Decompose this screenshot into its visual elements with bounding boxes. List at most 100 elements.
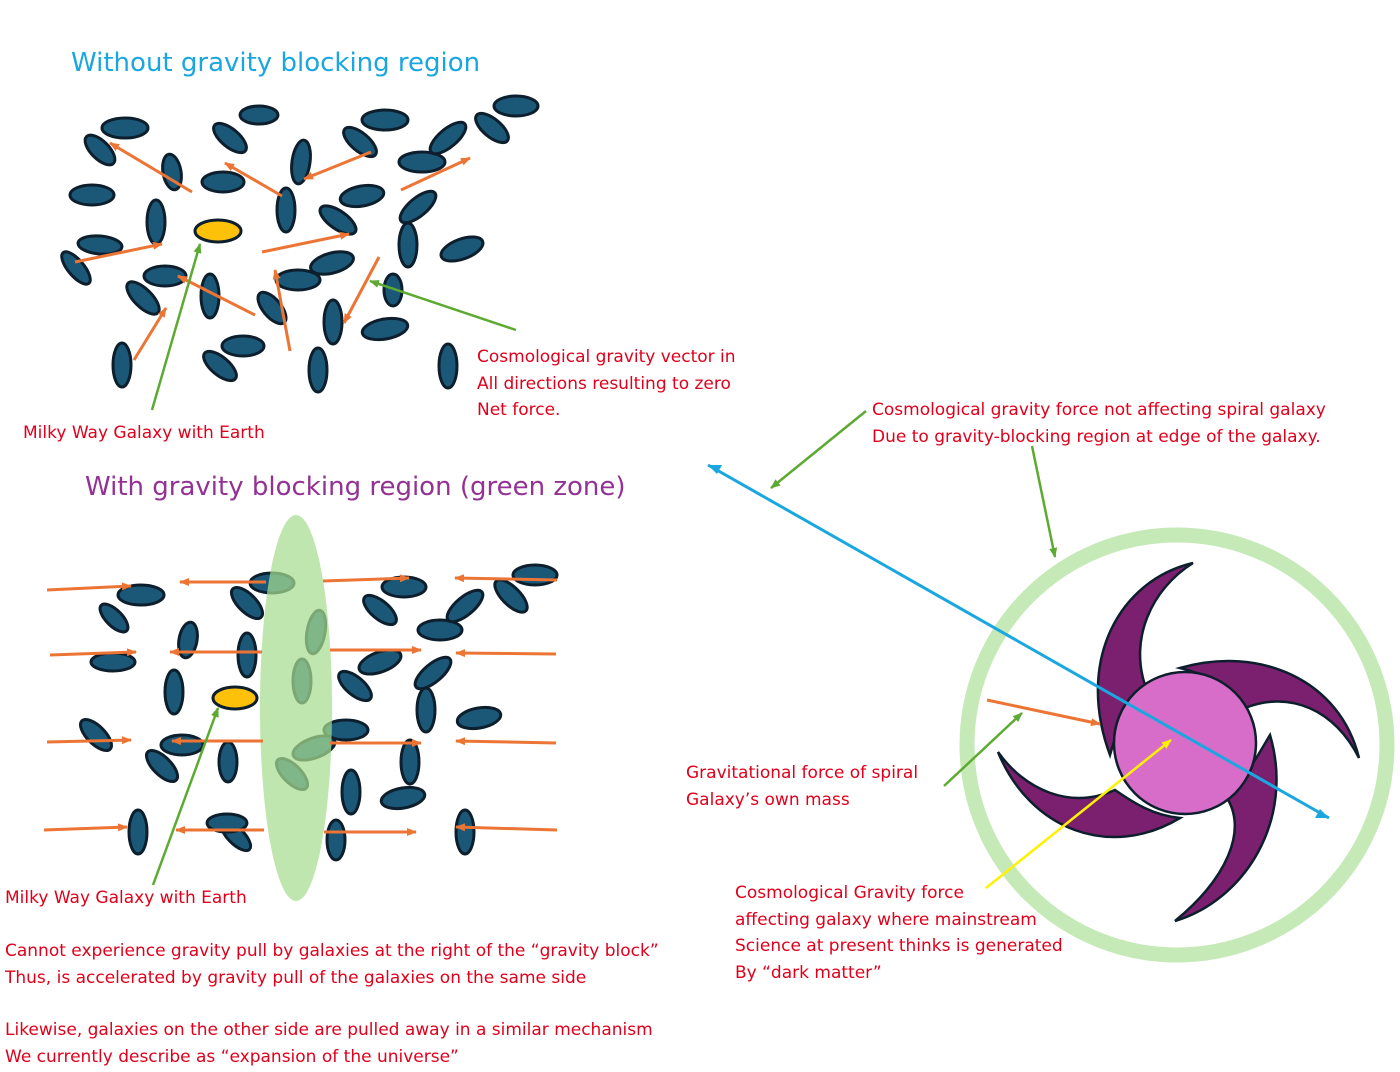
galaxy [200,170,246,194]
galaxy [416,618,464,642]
galaxy [111,341,133,389]
gravity-vector [272,269,292,352]
cosmological-vector-head-lower [1315,809,1329,818]
gravity-vector [455,823,558,832]
galaxy [229,585,265,621]
bottom-panel-heading: With gravity blocking region (green zone… [85,472,626,502]
galaxy [397,150,447,174]
galaxy [89,651,137,673]
top-panel-gravity-vectors [74,141,471,361]
top-milky-way-label: Milky Way Galaxy with Earth [23,423,265,443]
galaxy [360,108,410,132]
blocking-pointer-arrow-left [770,410,867,489]
vector-pointer-arrow [369,279,517,332]
galaxy [342,125,378,159]
galaxy [340,768,362,816]
galaxy [398,189,438,225]
gravity-vector [454,574,558,583]
galaxy [309,250,355,276]
galaxy [217,740,239,784]
gravity-vector [177,274,256,317]
blocking-pointer-arrow-ring [1030,445,1058,558]
gravity-vector [400,156,471,192]
own-mass-force-arrow [986,698,1101,727]
milky-way-galaxy [193,218,243,244]
galaxy [493,578,529,614]
gravity-blocking-ring [959,527,1395,963]
gravity-vector [43,823,128,832]
own-mass-pointer-arrow [943,712,1023,787]
blocking-region-label: Cosmological gravity force not affecting… [872,400,1326,447]
explanation-gravity-block: Cannot experience gravity pull by galaxi… [5,941,659,988]
milky-way-pointer-arrow [150,243,202,411]
galaxy [202,349,238,383]
galaxy [159,733,205,757]
gravity-vector [224,161,283,198]
gravity-vector [74,241,163,264]
galaxy [275,186,297,234]
galaxy [307,346,329,394]
cosmological-gravity-vector [707,463,1330,820]
bottom-panel-gravity-vectors [43,574,558,836]
gravity-vector [49,648,137,657]
milky-way-galaxy [211,685,259,711]
bottom-milky-way-label: Milky Way Galaxy with Earth [5,888,247,908]
gravity-vector [132,307,168,361]
spiral-galaxy-core [1112,670,1258,816]
galaxy [145,198,167,246]
galaxy [100,116,150,140]
gravity-vector [109,141,193,194]
galaxy [163,668,185,716]
galaxy [415,686,437,734]
gravity-blocking-green-zone [260,515,332,901]
own-mass-label: Gravitational force of spiral Galaxy’s o… [686,763,919,810]
galaxy [454,808,476,856]
galaxy [337,669,373,703]
galaxy [68,183,116,207]
milky-way-pointer-arrow [151,707,220,886]
galaxy [362,593,398,627]
galaxy [357,648,403,676]
galaxy [144,748,180,784]
galaxy [511,563,559,587]
galaxy [238,104,280,126]
galaxy [205,812,249,834]
galaxy [127,808,149,856]
gravity-vector [261,231,350,254]
explanation-expansion: Likewise, galaxies on the other side are… [5,1020,653,1067]
galaxy [492,94,540,118]
gravity-vector [303,150,372,181]
galaxy [474,111,510,145]
galaxy [78,717,114,753]
dark-matter-force-arrow [985,739,1172,889]
galaxy [437,342,459,390]
galaxy [177,620,199,660]
galaxy [83,133,117,167]
galaxy [220,334,266,358]
gravity-vector [455,737,557,746]
galaxy [439,235,485,263]
galaxy [379,785,427,811]
dark-matter-label: Cosmological Gravity force affecting gal… [735,883,1063,983]
galaxy [399,738,421,786]
galaxy [236,631,258,679]
galaxy [445,588,485,624]
galaxy [125,280,161,316]
galaxy [116,583,166,607]
galaxy [98,602,130,634]
top-panel-galaxies [60,94,540,394]
gravity-vector [455,649,557,658]
galaxy [60,250,92,286]
top-panel-heading: Without gravity blocking region [71,48,481,78]
gravity-vector [342,256,381,324]
cosmological-vector-head-upper [708,465,722,474]
spiral-arm [1174,731,1278,923]
gravity-vector [322,574,410,583]
galaxy [322,298,344,346]
galaxy [397,221,419,269]
galaxy [338,183,386,209]
gravity-vector [46,582,132,592]
gravity-vector-label: Cosmological gravity vector in All direc… [477,347,736,420]
galaxy [360,316,410,342]
